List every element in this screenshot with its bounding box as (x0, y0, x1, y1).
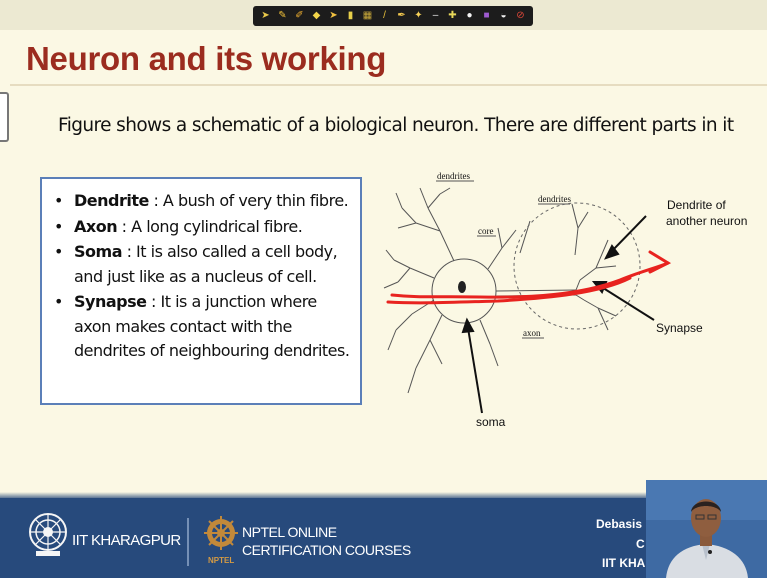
label-dendrite-other-2: another neuron (666, 214, 747, 228)
label-core: core (478, 226, 494, 236)
neuron-soma-dendrites (384, 181, 616, 393)
presenter-name: Debasis (596, 517, 642, 531)
color-picker-icon[interactable]: ■ (481, 10, 493, 22)
label-dendrites-right: dendrites (538, 194, 571, 204)
definition-text: : A bush of very thin fibre. (149, 191, 348, 210)
pen-icon[interactable]: ✎ (277, 10, 289, 22)
nptel-title-line-2: CERTIFICATION COURSES (242, 542, 411, 558)
slide-title: Neuron and its working (26, 40, 386, 78)
definition-item: Axon : A long cylindrical fibre. (74, 215, 352, 240)
iit-kharagpur-label: IIT KHARAGPUR (72, 532, 181, 549)
brush-icon[interactable]: ✒ (396, 10, 408, 22)
side-panel-handle[interactable] (0, 92, 9, 142)
presenter-dept: C (636, 537, 645, 551)
layers-icon[interactable]: ▦ (362, 10, 374, 22)
arrow-pointer-icon[interactable]: ➤ (260, 10, 272, 22)
label-axon: axon (523, 328, 541, 338)
diagram-pointers (463, 216, 654, 413)
definition-term: Soma (74, 242, 122, 261)
red-annotation (388, 252, 668, 303)
nptel-logo-text: NPTEL (208, 556, 234, 565)
neuron-diagram: dendrites dendrites core axon soma Dendr… (380, 168, 760, 438)
label-synapse: Synapse (656, 321, 703, 335)
pointer-icon[interactable]: ➤ (328, 10, 340, 22)
label-dendrites-left: dendrites (437, 171, 470, 181)
presenter-institute: IIT KHAI (602, 556, 649, 570)
iit-kharagpur-logo-icon (28, 510, 68, 558)
label-soma: soma (476, 415, 506, 429)
definition-item: Synapse : It is a junction where axon ma… (74, 290, 352, 364)
clear-icon[interactable]: ⊘ (515, 10, 527, 22)
fill-icon[interactable]: ● (464, 10, 476, 22)
core-nucleus (458, 281, 466, 293)
text-icon[interactable]: ◒ (498, 10, 510, 22)
definitions-list: Dendrite : A bush of very thin fibre.Axo… (52, 189, 352, 364)
definition-term: Synapse (74, 292, 146, 311)
line-icon[interactable]: ‒ (430, 10, 442, 22)
nptel-logo-icon: NPTEL (204, 513, 238, 565)
nptel-title-line-1: NPTEL ONLINE (242, 524, 337, 540)
dendrite-region-circle (514, 203, 640, 329)
definition-term: Dendrite (74, 191, 149, 210)
spray-icon[interactable]: ✦ (413, 10, 425, 22)
annotation-toolbar: ➤ ✎ ✐ ◆ ➤ ▮ ▦ / ✒ ✦ ‒ ✚ ● ■ ◒ ⊘ (253, 6, 533, 26)
definition-item: Soma : It is also called a cell body, an… (74, 240, 352, 289)
shape-icon[interactable]: ✚ (447, 10, 459, 22)
definition-item: Dendrite : A bush of very thin fibre. (74, 189, 352, 214)
highlighter-icon[interactable]: ▮ (345, 10, 357, 22)
footer-divider (187, 518, 189, 566)
title-divider (10, 84, 767, 86)
label-dendrite-other: Dendrite of (667, 198, 726, 212)
presenter-webcam-video (646, 480, 767, 578)
definition-term: Axon (74, 217, 117, 236)
definition-text: : A long cylindrical fibre. (117, 217, 302, 236)
pencil-icon[interactable]: / (379, 10, 391, 22)
eraser-icon[interactable]: ◆ (311, 10, 323, 22)
definitions-box: Dendrite : A bush of very thin fibre.Axo… (40, 177, 362, 405)
intro-text: Figure shows a schematic of a biological… (58, 115, 733, 136)
marker-icon[interactable]: ✐ (294, 10, 306, 22)
